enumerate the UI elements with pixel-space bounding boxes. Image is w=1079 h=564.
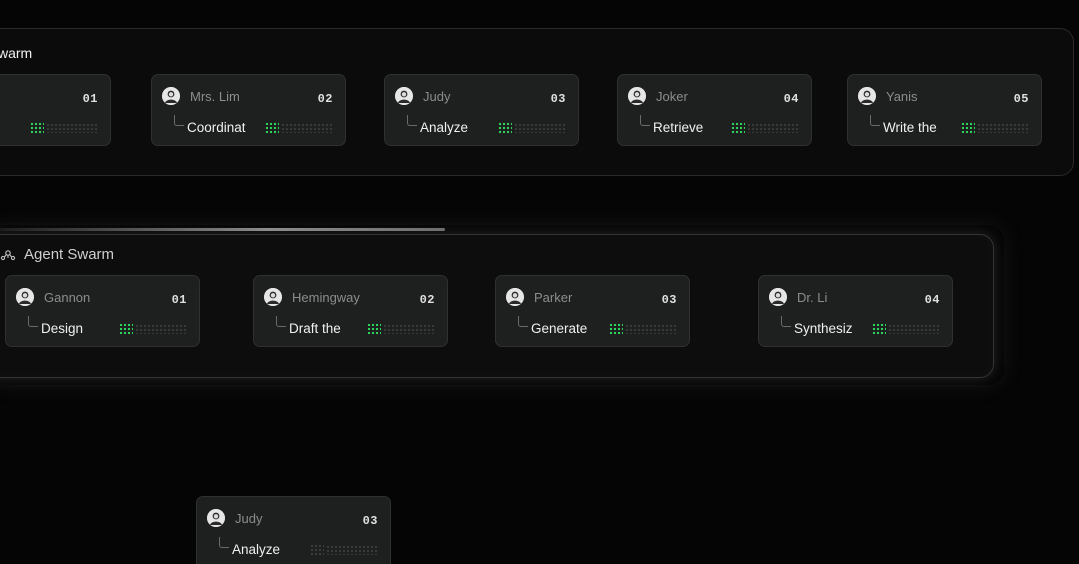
- avatar-icon: [395, 87, 413, 105]
- agent-number: 01: [171, 293, 187, 307]
- swarm-title-top: warm: [0, 45, 33, 61]
- agent-task: Analyze: [232, 542, 281, 557]
- agent-name: Judy: [423, 89, 451, 104]
- agent-number: 04: [924, 293, 940, 307]
- status-dots-icon: [119, 323, 133, 335]
- agent-number: 01: [82, 92, 98, 106]
- agent-name: Joker: [656, 89, 688, 104]
- avatar-icon: [264, 288, 282, 306]
- agent-task: Design: [41, 321, 84, 336]
- agent-card[interactable]: n 01: [0, 74, 111, 146]
- progress-track: [514, 123, 566, 133]
- status-dots-icon: [265, 122, 279, 134]
- progress-track: [281, 123, 333, 133]
- progress-track: [46, 123, 98, 133]
- branch-connector-icon: [219, 537, 229, 548]
- agent-task: Coordinat: [187, 120, 246, 135]
- agent-name: Dr. Li: [797, 290, 828, 305]
- agent-card[interactable]: Hemingway 02 Draft the: [253, 275, 448, 347]
- agent-task: Write the: [883, 120, 937, 135]
- agent-number: 02: [317, 92, 333, 106]
- progress-track: [383, 324, 435, 334]
- progress-track: [326, 545, 378, 555]
- agent-card[interactable]: Yanis 05 Write the: [847, 74, 1042, 146]
- progress-track: [625, 324, 677, 334]
- agent-name: Mrs. Lim: [190, 89, 240, 104]
- agent-task: Analyze: [420, 120, 469, 135]
- agent-card-floating[interactable]: Judy 03 Analyze: [196, 496, 391, 564]
- avatar-icon: [162, 87, 180, 105]
- branch-connector-icon: [28, 316, 38, 327]
- agent-number: 04: [783, 92, 799, 106]
- agent-task: Draft the: [289, 321, 341, 336]
- status-dots-icon: [498, 122, 512, 134]
- branch-connector-icon: [640, 115, 650, 126]
- panel-divider: [0, 228, 445, 231]
- progress-track: [888, 324, 940, 334]
- agent-number: 05: [1013, 92, 1029, 106]
- avatar-icon: [16, 288, 34, 306]
- agent-card[interactable]: Judy 03 Analyze: [384, 74, 579, 146]
- avatar-icon: [207, 509, 225, 527]
- avatar-icon: [858, 87, 876, 105]
- branch-connector-icon: [407, 115, 417, 126]
- agent-task: Generate: [531, 321, 588, 336]
- progress-track: [135, 324, 187, 334]
- branch-connector-icon: [781, 316, 791, 327]
- agent-number: 03: [362, 514, 378, 528]
- agent-name: Hemingway: [292, 290, 360, 305]
- status-dots-icon: [30, 122, 44, 134]
- agent-card[interactable]: Dr. Li 04 Synthesiz: [758, 275, 953, 347]
- progress-track: [747, 123, 799, 133]
- branch-connector-icon: [870, 115, 880, 126]
- status-dots-icon: [310, 544, 324, 556]
- agent-task: Synthesiz: [794, 321, 853, 336]
- swarm-title-mid: Agent Swarm: [24, 246, 115, 263]
- status-dots-icon: [872, 323, 886, 335]
- avatar-icon: [769, 288, 787, 306]
- branch-connector-icon: [518, 316, 528, 327]
- status-dots-icon: [609, 323, 623, 335]
- agent-card[interactable]: Joker 04 Retrieve: [617, 74, 812, 146]
- agent-task: Retrieve: [653, 120, 704, 135]
- agent-number: 03: [550, 92, 566, 106]
- agent-name: Judy: [235, 511, 263, 526]
- agent-card[interactable]: Gannon 01 Design: [5, 275, 200, 347]
- branch-connector-icon: [276, 316, 286, 327]
- agent-number: 03: [661, 293, 677, 307]
- agent-name: Parker: [534, 290, 573, 305]
- agent-card[interactable]: Parker 03 Generate: [495, 275, 690, 347]
- avatar-icon: [628, 87, 646, 105]
- swarm-icon: [0, 248, 16, 262]
- agent-name: Gannon: [44, 290, 91, 305]
- agent-number: 02: [419, 293, 435, 307]
- branch-connector-icon: [174, 115, 184, 126]
- agent-name: Yanis: [886, 89, 918, 104]
- status-dots-icon: [961, 122, 975, 134]
- status-dots-icon: [731, 122, 745, 134]
- status-dots-icon: [367, 323, 381, 335]
- agent-card[interactable]: Mrs. Lim 02 Coordinat: [151, 74, 346, 146]
- progress-track: [977, 123, 1029, 133]
- avatar-icon: [506, 288, 524, 306]
